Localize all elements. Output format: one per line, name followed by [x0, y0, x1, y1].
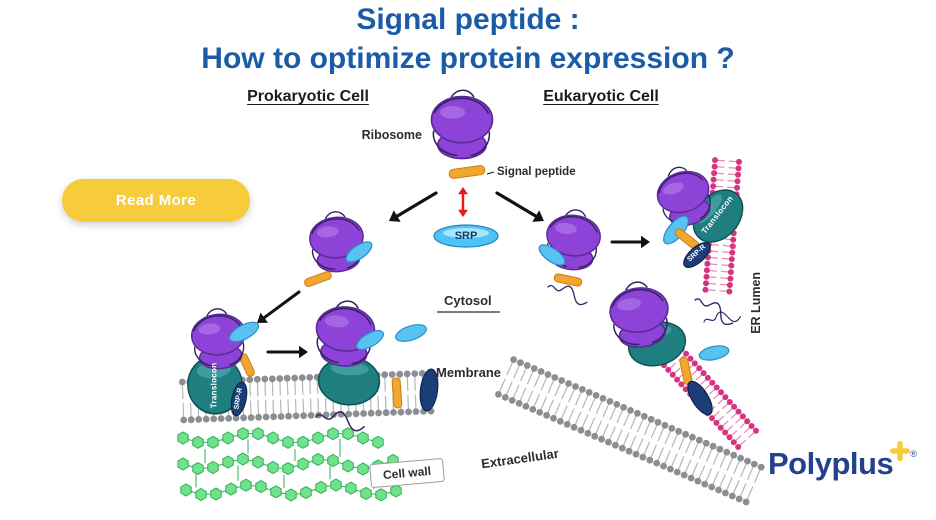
- logo-registered-mark: ®: [910, 449, 917, 459]
- central-ribosome: [430, 89, 495, 179]
- read-more-label: Read More: [115, 192, 197, 209]
- cell-wall-label-text: Cell wall: [382, 463, 432, 483]
- membrane-label: Membrane: [436, 365, 502, 380]
- read-more-button[interactable]: Read More: [62, 179, 250, 222]
- title-line-1: Signal peptide :: [356, 3, 580, 36]
- prokaryote-secreting-complex: [315, 300, 439, 432]
- er-lumen-label: ER Lumen: [749, 271, 764, 334]
- polyplus-logo: Polyplus ®: [768, 441, 917, 482]
- ribosome-label: Ribosome: [361, 128, 422, 142]
- eukaryote-translocating-complex: [609, 281, 741, 416]
- red-double-arrow: [458, 187, 468, 217]
- srp-particle: [433, 224, 499, 248]
- cell-wall: [177, 427, 402, 502]
- eukaryote-docked-complex: [656, 166, 744, 268]
- flow-arrows: [257, 191, 650, 359]
- title-line-2: How to optimize protein expression ?: [201, 42, 735, 75]
- logo-plus-icon: [890, 441, 911, 461]
- logo-text: Polyplus: [768, 446, 894, 481]
- translocon-label-left: Translocon: [209, 362, 219, 409]
- cytosol-label: Cytosol: [444, 293, 492, 308]
- prokaryote-docked-complex: [187, 308, 260, 417]
- eukaryote-srp-ribosome: [538, 209, 601, 306]
- eukaryotic-cell-header: Eukaryotic Cell: [543, 88, 659, 105]
- prokaryotic-cell-header: Prokaryotic Cell: [247, 88, 369, 105]
- srp-label: SRP: [454, 230, 478, 242]
- plasma-membrane-right: [495, 356, 765, 506]
- signal-peptide-label: Signal peptide: [497, 166, 576, 178]
- prokaryote-srp-ribosome: [304, 211, 373, 287]
